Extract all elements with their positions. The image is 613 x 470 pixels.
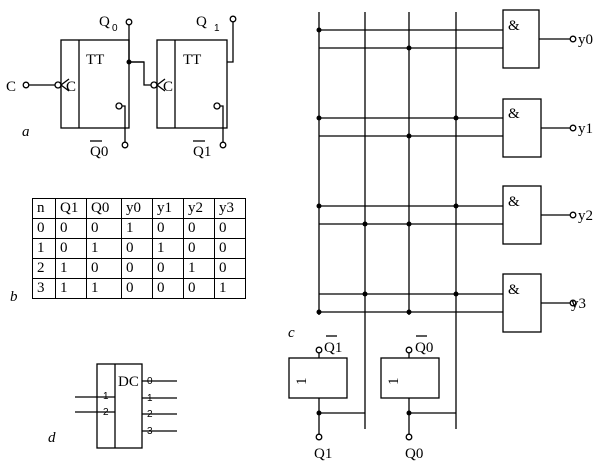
decoder-output-1: 1 bbox=[147, 393, 153, 404]
truth-table-header: n Q1 Q0 y0 y1 y2 y3 bbox=[32, 198, 246, 219]
ff0-clock-pin: C bbox=[66, 79, 76, 95]
decoder-output-3: 3 bbox=[147, 426, 153, 437]
decoder-output-2: 2 bbox=[147, 409, 153, 420]
inverter-q1-symbol: 1 bbox=[294, 378, 310, 386]
output-y3: y3 bbox=[571, 296, 586, 312]
panel-c-label: c bbox=[288, 325, 295, 341]
table-cell: 0 bbox=[86, 258, 122, 279]
decoder-input-1: 1 bbox=[103, 391, 109, 402]
table-cell: 1 bbox=[183, 258, 215, 279]
and-symbol-1: & bbox=[508, 106, 520, 122]
ff0-label: TT bbox=[86, 52, 104, 68]
and-symbol-3: & bbox=[508, 282, 520, 298]
q1-bar-label: Q1 bbox=[193, 144, 211, 160]
table-cell: 0 bbox=[214, 218, 246, 239]
table-cell: 3 bbox=[32, 278, 56, 299]
inverter-q0 bbox=[380, 357, 440, 399]
table-cell: 0 bbox=[55, 218, 87, 239]
q0-subscript: 0 bbox=[112, 23, 118, 34]
table-cell: 0 bbox=[152, 258, 184, 279]
header-y0: y0 bbox=[121, 198, 153, 219]
q1-subscript: 1 bbox=[214, 23, 220, 34]
table-cell: 0 bbox=[183, 278, 215, 299]
header-q0: Q0 bbox=[86, 198, 122, 219]
ff1-clock-pin: C bbox=[163, 79, 173, 95]
table-row: 1 0 1 0 1 0 0 bbox=[32, 238, 246, 259]
panel-d-label: d bbox=[48, 430, 56, 446]
table-cell: 1 bbox=[86, 278, 122, 299]
table-cell: 0 bbox=[152, 278, 184, 299]
q1-label: Q bbox=[196, 14, 207, 30]
inverter-q0-output: Q0 bbox=[415, 340, 433, 356]
truth-table: n Q1 Q0 y0 y1 y2 y3 0 0 0 1 0 0 0 1 0 1 … bbox=[32, 198, 246, 299]
and-symbol-0: & bbox=[508, 18, 520, 34]
header-n: n bbox=[32, 198, 56, 219]
q0-label: Q bbox=[99, 14, 110, 30]
q0-bar-label: Q0 bbox=[90, 144, 108, 160]
table-cell: 2 bbox=[32, 258, 56, 279]
panel-d bbox=[75, 363, 177, 449]
panel-a-label: a bbox=[22, 124, 30, 140]
table-cell: 0 bbox=[121, 278, 153, 299]
decoder-block bbox=[96, 363, 143, 449]
header-y2: y2 bbox=[183, 198, 215, 219]
table-cell: 0 bbox=[32, 218, 56, 239]
header-y1: y1 bbox=[152, 198, 184, 219]
decoder-output-0: 0 bbox=[147, 376, 153, 387]
decoder-input-2: 2 bbox=[103, 407, 109, 418]
ff1-label: TT bbox=[183, 52, 201, 68]
table-row: 0 0 0 1 0 0 0 bbox=[32, 218, 246, 239]
inverter-q1-output: Q1 bbox=[324, 340, 342, 356]
table-cell: 1 bbox=[86, 238, 122, 259]
table-row: 2 1 0 0 0 1 0 bbox=[32, 258, 246, 279]
header-y3: y3 bbox=[214, 198, 246, 219]
table-cell: 0 bbox=[152, 218, 184, 239]
panel-b-label: b bbox=[10, 289, 18, 305]
table-cell: 0 bbox=[121, 238, 153, 259]
table-cell: 0 bbox=[86, 218, 122, 239]
and-symbol-2: & bbox=[508, 194, 520, 210]
table-row: 3 1 1 0 0 0 1 bbox=[32, 278, 246, 299]
input-q0: Q0 bbox=[405, 446, 423, 462]
inverter-q1 bbox=[288, 357, 348, 399]
panel-c bbox=[288, 9, 577, 441]
panel-a bbox=[22, 15, 237, 149]
clock-input-label: C bbox=[6, 79, 16, 95]
table-cell: 0 bbox=[183, 218, 215, 239]
table-cell: 1 bbox=[55, 258, 87, 279]
decoder-label: DC bbox=[118, 374, 139, 390]
input-q1: Q1 bbox=[314, 446, 332, 462]
table-cell: 1 bbox=[214, 278, 246, 299]
header-q1: Q1 bbox=[55, 198, 87, 219]
table-cell: 0 bbox=[121, 258, 153, 279]
output-y2: y2 bbox=[578, 208, 593, 224]
table-cell: 1 bbox=[55, 278, 87, 299]
junction-dots bbox=[126, 27, 459, 416]
output-y0: y0 bbox=[578, 32, 593, 48]
table-cell: 0 bbox=[214, 258, 246, 279]
table-cell: 0 bbox=[55, 238, 87, 259]
table-cell: 0 bbox=[214, 238, 246, 259]
table-cell: 0 bbox=[183, 238, 215, 259]
table-cell: 1 bbox=[121, 218, 153, 239]
table-cell: 1 bbox=[152, 238, 184, 259]
table-cell: 1 bbox=[32, 238, 56, 259]
output-y1: y1 bbox=[578, 121, 593, 137]
inverter-q0-symbol: 1 bbox=[386, 378, 402, 386]
